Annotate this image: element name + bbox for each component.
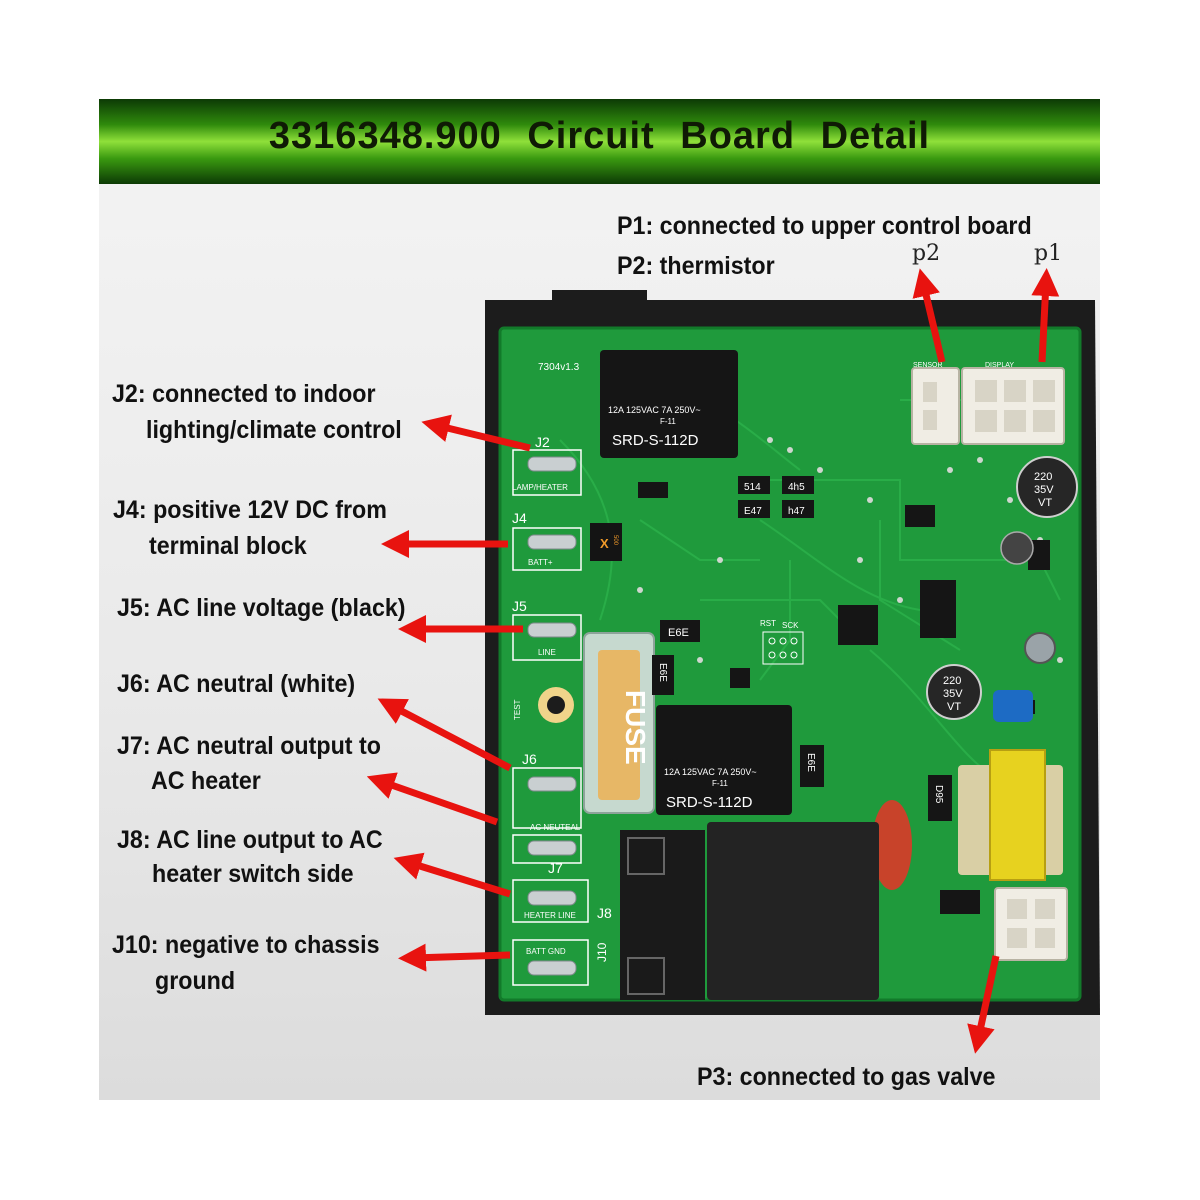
svg-text:D95: D95 <box>933 785 944 804</box>
svg-text:VT: VT <box>1038 497 1052 509</box>
silk-j2: J2 <box>535 434 550 450</box>
label-j7-line2: AC heater <box>151 767 261 795</box>
arrow-j7 <box>366 772 499 826</box>
svg-text:SRD-S-112D: SRD-S-112D <box>666 794 753 811</box>
label-j4-line1: J4: positive 12V DC from <box>113 496 387 524</box>
silk-j2-sub: LAMP/HEATER <box>512 483 568 492</box>
label-j10-line1: J10: negative to chassis <box>112 931 380 959</box>
svg-text:h47: h47 <box>788 506 805 517</box>
svg-text:E6E: E6E <box>657 663 668 682</box>
fuse: FUSE <box>583 632 655 814</box>
label-j8-line2: heater switch side <box>152 860 354 888</box>
j8-socket <box>620 830 705 1000</box>
label-p3: P3: connected to gas valve <box>697 1063 996 1091</box>
p3-connector <box>994 887 1068 961</box>
tag-p1: p1 <box>1034 241 1063 266</box>
svg-text:500: 500 <box>612 535 618 546</box>
spade-terminals <box>527 456 577 976</box>
silk-display: DISPLAY <box>985 362 1014 369</box>
relay-bottom: 12A 125VAC 7A 250V~ F-11 SRD-S-112D <box>656 705 792 815</box>
transformer <box>958 749 1063 881</box>
label-j4-line2: terminal block <box>149 532 307 560</box>
silk-rst: RST <box>760 619 776 628</box>
capacitor-2: 220 35V VT <box>926 664 982 720</box>
arrow-j10 <box>398 943 511 972</box>
svg-text:E6E: E6E <box>805 753 816 772</box>
label-j5: J5: AC line voltage (black) <box>117 594 406 622</box>
svg-text:12A 125VAC 7A 250V~: 12A 125VAC 7A 250V~ <box>664 767 757 777</box>
label-p1: P1: connected to upper control board <box>617 212 1032 240</box>
label-j7-line1: J7: AC neutral output to <box>117 732 381 760</box>
callout-arrows <box>366 268 1060 1054</box>
silk-sensor: SENSOR <box>913 362 943 369</box>
svg-text:220: 220 <box>1034 471 1052 483</box>
silk-j4-sub: BATT+ <box>528 558 553 567</box>
silk-j7-sub: HEATER LINE <box>524 911 576 920</box>
page-title: 3316348.900 Circuit Board Detail <box>268 115 931 157</box>
label-p2: P2: thermistor <box>617 252 775 280</box>
svg-text:514: 514 <box>744 482 761 493</box>
arrow-p3 <box>967 955 1000 1054</box>
silk-j5: J5 <box>512 598 527 614</box>
terminal-block <box>707 822 879 1000</box>
svg-text:FUSE: FUSE <box>620 690 651 765</box>
svg-text:VT: VT <box>947 701 961 713</box>
svg-text:220: 220 <box>943 675 961 687</box>
arrow-j2 <box>421 414 531 452</box>
svg-text:E47: E47 <box>744 506 762 517</box>
silk-j7: J7 <box>548 860 563 876</box>
arrow-p1 <box>1031 268 1060 363</box>
programming-header <box>762 631 804 665</box>
svg-text:E6E: E6E <box>668 627 689 639</box>
capacitor-1: 220 35V VT <box>1016 456 1078 518</box>
svg-text:35V: 35V <box>1034 484 1054 496</box>
svg-text:35V: 35V <box>943 688 963 700</box>
silk-j4: J4 <box>512 510 527 526</box>
red-capacitor <box>872 800 912 890</box>
arrow-j8 <box>393 852 512 898</box>
svg-text:4h5: 4h5 <box>788 482 805 493</box>
arrow-p2 <box>912 268 946 363</box>
svg-text:SRD-S-112D: SRD-S-112D <box>612 432 699 449</box>
svg-text:12A 125VAC 7A 250V~: 12A 125VAC 7A 250V~ <box>608 405 701 415</box>
silk-j5-sub: LINE <box>538 648 556 657</box>
label-j8-line1: J8: AC line output to AC <box>117 826 383 854</box>
silk-j10: J10 <box>595 942 609 962</box>
small-fuse <box>590 523 622 561</box>
arrow-j6 <box>377 698 512 772</box>
silk-j8: J8 <box>597 905 612 921</box>
silk-test: TEST <box>513 699 522 720</box>
label-j2-line1: J2: connected to indoor <box>112 380 376 408</box>
p2-connector <box>911 367 960 445</box>
title-banner <box>99 99 1100 184</box>
screw <box>1024 632 1056 664</box>
silk-j6: J6 <box>522 751 537 767</box>
silk-sck: SCK <box>782 621 799 630</box>
silk-j10-sub: BATT GND <box>526 947 566 956</box>
p1-connector <box>961 367 1065 445</box>
svg-text:F-11: F-11 <box>712 779 728 788</box>
blue-capacitor <box>993 690 1033 722</box>
tag-p2: p2 <box>912 241 941 266</box>
label-j10-line2: ground <box>155 967 236 995</box>
board-version: 7304v1.3 <box>538 362 580 373</box>
svg-text:F-11: F-11 <box>660 417 676 426</box>
relay-top: 12A 125VAC 7A 250V~ F-11 SRD-S-112D <box>600 350 738 458</box>
label-j6: J6: AC neutral (white) <box>117 670 356 698</box>
smd-components: 514 4h5 E47 h47 E6E E6E E6E D95 <box>638 476 1050 914</box>
svg-text:X: X <box>600 536 609 551</box>
label-j2-line2: lighting/climate control <box>146 416 402 444</box>
